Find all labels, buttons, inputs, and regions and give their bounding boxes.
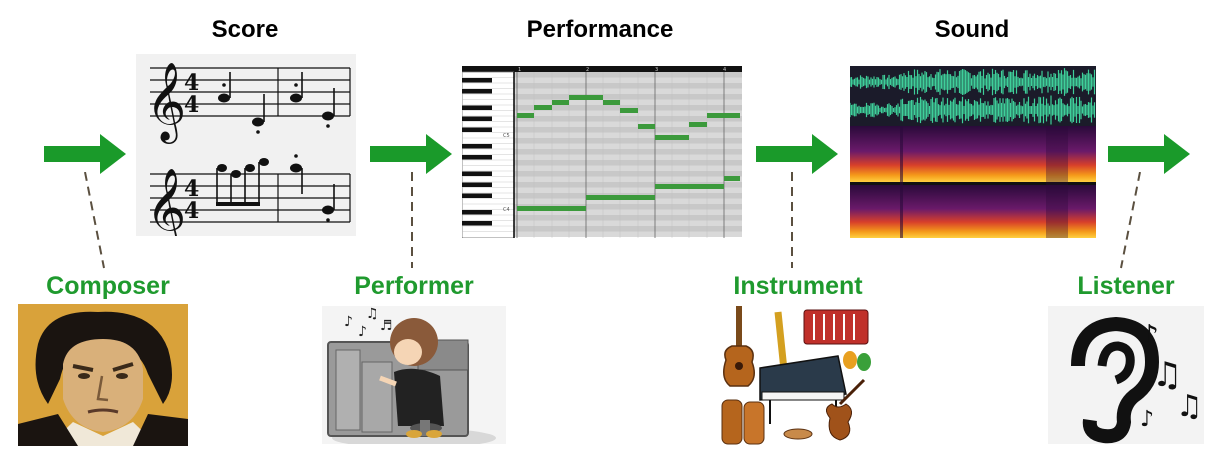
treble-clef-icon: 𝄞 [146,62,186,144]
svg-text:♬: ♬ [380,318,393,334]
composer-portrait-image [18,304,188,446]
sound-title: Sound [934,16,1010,43]
note-blocks [517,95,740,211]
svg-text:♪: ♪ [344,314,353,330]
composer-label: Composer [46,272,170,300]
connector-composer [84,172,105,269]
instruments-image [718,300,884,456]
svg-text:4: 4 [184,176,199,202]
svg-text:4: 4 [184,70,199,96]
listener-ear-music-image: ♪♫ ♫♪ [1048,306,1204,444]
piano-roll: 1 2 3 4 C5 C4 [462,66,742,238]
score-title: Score [211,16,279,43]
connector-performer [411,172,413,268]
connector-listener [1120,172,1141,269]
svg-text:4: 4 [723,67,726,73]
svg-text:4: 4 [184,198,199,224]
svg-text:♫: ♫ [1152,355,1182,395]
svg-text:1: 1 [518,67,521,73]
waveform-channel-left [850,68,1096,96]
svg-text:♪: ♪ [1140,319,1159,354]
flow-arrow-4 [1108,134,1190,174]
svg-text:♪: ♪ [1140,407,1154,432]
performer-label: Performer [354,272,474,300]
timeline-ruler [462,66,742,72]
performer-piano-player-image: ♪ ♫ ♪ ♬ [322,306,506,444]
performance-title: Performance [526,16,674,43]
connector-instrument [791,172,793,268]
svg-text:C5: C5 [503,133,510,139]
svg-text:♫: ♫ [366,306,379,322]
svg-text:2: 2 [586,67,589,73]
treble-clef-icon: 𝄞 [146,168,186,236]
svg-text:3: 3 [655,67,658,73]
waveform-channel-right [850,95,1096,125]
svg-text:♫: ♫ [1176,389,1203,424]
svg-text:4: 4 [184,92,199,118]
sheet-music-score: 𝄞 𝄞 44 44 [136,54,356,236]
instrument-label: Instrument [733,272,863,300]
svg-text:C4: C4 [503,207,510,213]
flow-arrow-2 [370,134,452,174]
listener-label: Listener [1077,272,1175,300]
svg-text:♪: ♪ [358,324,367,340]
flow-arrow-3 [756,134,838,174]
spectrogram-left [850,126,1096,182]
audio-waveform-spectrogram [850,66,1096,238]
spectrogram-right [850,185,1096,238]
flow-arrow-1 [44,134,126,174]
